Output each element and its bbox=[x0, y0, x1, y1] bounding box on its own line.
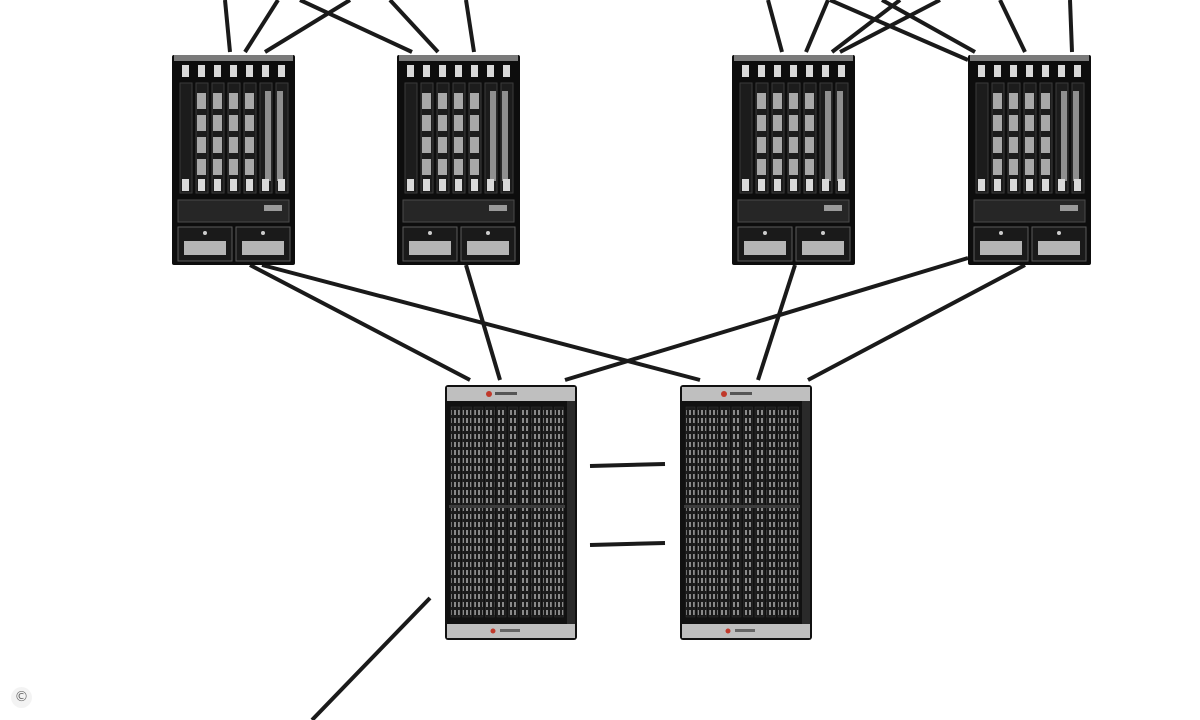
link-edge4-core1 bbox=[564, 256, 969, 382]
core-switch-2 bbox=[680, 385, 812, 640]
link-edge2-core1 bbox=[464, 264, 502, 381]
uplink-line bbox=[263, 0, 352, 54]
downlink-line bbox=[310, 596, 432, 720]
link-edge3-core2 bbox=[756, 264, 797, 381]
core-switch-1 bbox=[445, 385, 577, 640]
uplink-line bbox=[299, 0, 413, 54]
uplink-line bbox=[223, 0, 232, 53]
uplink-line bbox=[1068, 0, 1074, 53]
uplink-line bbox=[881, 0, 976, 54]
uplink-line bbox=[766, 0, 784, 53]
uplink-line bbox=[243, 0, 280, 54]
copyright-icon: © bbox=[11, 687, 32, 708]
uplink-line bbox=[388, 0, 440, 54]
core-switch-group bbox=[445, 385, 812, 640]
edge-switch-3 bbox=[732, 55, 855, 265]
edge-switch-4 bbox=[968, 55, 1091, 265]
edge-switch-1 bbox=[172, 55, 295, 265]
isl-link-2 bbox=[589, 541, 666, 547]
uplink-line bbox=[830, 0, 902, 54]
uplink-line bbox=[829, 0, 969, 62]
uplink-line bbox=[998, 0, 1027, 53]
link-edge4-core2 bbox=[807, 263, 1026, 382]
link-edge1-core1 bbox=[249, 263, 471, 382]
edge-switch-2 bbox=[397, 55, 520, 265]
uplink-line bbox=[464, 0, 476, 53]
edge-core-links bbox=[249, 256, 1026, 382]
inter-core-links bbox=[589, 462, 666, 547]
edge-switch-group bbox=[172, 55, 1091, 265]
uplink-line bbox=[804, 0, 830, 53]
uplink-lines bbox=[223, 0, 1074, 62]
isl-link-1 bbox=[589, 462, 666, 468]
